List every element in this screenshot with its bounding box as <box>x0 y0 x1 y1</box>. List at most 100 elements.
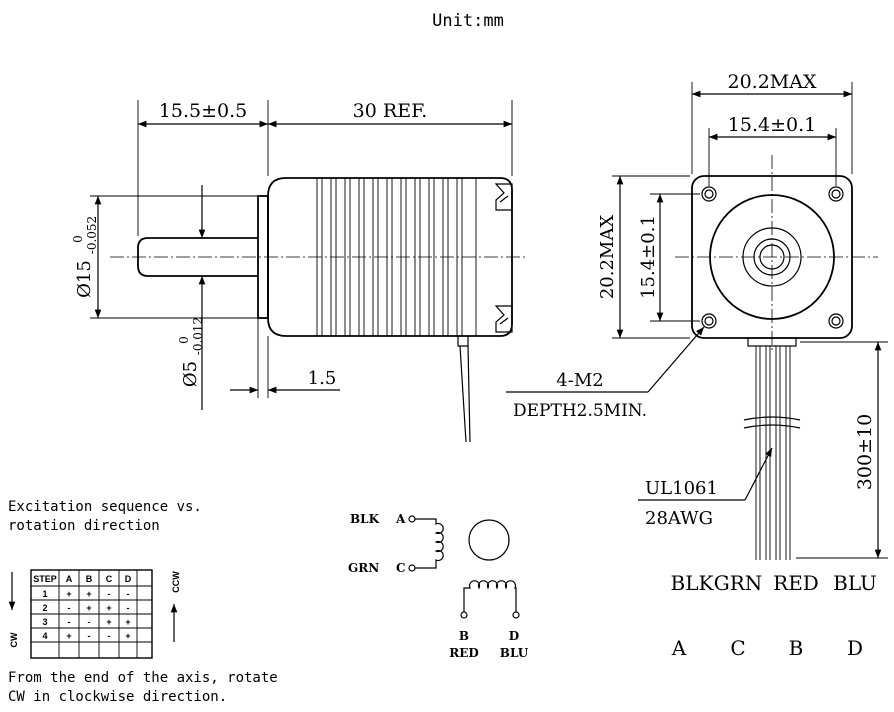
svg-text:-: - <box>68 603 71 613</box>
lead-wires-front <box>755 346 791 560</box>
table-header-d: D <box>125 574 132 584</box>
front-view: 20.2MAX 15.4±0.1 20.2MAX 15.4±0.1 4-M2 D… <box>506 71 888 560</box>
terminal-c <box>408 564 416 572</box>
svg-text:-: - <box>108 631 111 641</box>
dim-flange-tol-lower: -0.052 <box>85 216 99 254</box>
wire-spec-line2: 28AWG <box>645 508 713 529</box>
svg-text:+: + <box>86 589 91 599</box>
rotation-note-line1: From the end of the axis, rotate <box>8 670 278 686</box>
schematic-blu: BLU <box>500 646 529 660</box>
terminal-d <box>512 611 520 619</box>
lead-wire-side <box>459 345 471 443</box>
flange-circle <box>742 227 802 287</box>
cw-label: CW <box>9 632 19 647</box>
dim-shaft-length: 15.5±0.5 <box>159 100 247 122</box>
dim-height-max: 20.2MAX <box>597 215 618 300</box>
dim-shaft-dia: Ø5 <box>180 361 201 387</box>
coil-bd <box>463 580 517 612</box>
schematic-a: A <box>395 512 406 526</box>
wire-phase-a: A <box>671 636 687 660</box>
schematic-grn: GRN <box>348 561 379 575</box>
dim-body-length: 30 REF. <box>353 100 428 122</box>
rotor-symbol <box>468 519 510 561</box>
dim-width-max: 20.2MAX <box>727 71 816 93</box>
excitation-title-line1: Excitation sequence vs. <box>8 499 202 515</box>
svg-text:+: + <box>66 589 71 599</box>
table-header-c: C <box>106 574 113 584</box>
svg-text:+: + <box>66 631 71 641</box>
table-row: 3 - - + + <box>42 617 130 627</box>
svg-text:1: 1 <box>42 589 47 599</box>
table-header-a: A <box>66 574 73 584</box>
svg-text:-: - <box>88 617 91 627</box>
lead-exit <box>457 336 469 347</box>
svg-text:3: 3 <box>42 617 47 627</box>
schematic-c: C <box>396 561 406 575</box>
svg-text:+: + <box>106 617 111 627</box>
shaft-inner <box>759 244 785 270</box>
wire-color-grn: GRN <box>714 571 763 595</box>
table-row: 4 + - - + <box>42 631 130 641</box>
svg-text:+: + <box>125 631 130 641</box>
hole-note-line2: DEPTH2.5MIN. <box>513 401 647 421</box>
dim-flange-thickness: 1.5 <box>308 368 337 389</box>
dim-flange-tol-upper: 0 <box>71 235 85 243</box>
svg-text:+: + <box>86 603 91 613</box>
coil-ac <box>415 518 444 569</box>
wire-break <box>743 416 801 429</box>
wire-phase-b: B <box>789 636 804 660</box>
svg-text:-: - <box>88 631 91 641</box>
wire-spec-line1: UL1061 <box>645 478 718 499</box>
wire-color-blu: BLU <box>833 571 877 595</box>
schematic-b: B <box>459 629 469 643</box>
mounting-holes <box>701 186 844 329</box>
svg-text:4: 4 <box>42 631 47 641</box>
terminal-a <box>408 515 416 523</box>
wire-leader <box>744 447 773 501</box>
excitation-title-line2: rotation direction <box>8 518 160 534</box>
dim-hole-spacing-v: 15.4±0.1 <box>638 215 659 299</box>
hole-leader <box>647 326 705 393</box>
schematic-red: RED <box>449 646 479 660</box>
screw-bottom <box>494 305 513 333</box>
svg-text:+: + <box>125 617 130 627</box>
schematic-blk: BLK <box>350 512 380 526</box>
dim-lead-length: 300±10 <box>854 414 876 490</box>
wire-phase-c: C <box>730 636 745 660</box>
table-header-b: B <box>86 574 93 584</box>
dim-shaft-tol-upper: 0 <box>177 336 191 344</box>
terminal-b <box>460 611 468 619</box>
screw-top <box>494 183 513 211</box>
table-row: 1 + + - - <box>42 589 129 599</box>
front-face-circle <box>709 194 835 320</box>
schematic-d: D <box>509 629 519 643</box>
svg-text:-: - <box>68 617 71 627</box>
shaft <box>137 237 258 277</box>
wire-color-blk: BLK <box>671 571 715 595</box>
wire-color-red: RED <box>773 571 819 595</box>
body-fins <box>316 178 477 336</box>
rotation-note-line2: CW in clockwise direction. <box>8 689 227 705</box>
shaft-outer <box>753 238 791 276</box>
lead-exit-front <box>747 337 797 347</box>
wire-phase-d: D <box>847 636 863 660</box>
svg-text:-: - <box>108 589 111 599</box>
svg-text:2: 2 <box>42 603 47 613</box>
table-row: 2 - + + - <box>42 603 129 613</box>
table-header-step: STEP <box>33 574 57 584</box>
excitation-section: Excitation sequence vs. rotation directi… <box>8 499 278 705</box>
hole-note-line1: 4-M2 <box>556 370 603 391</box>
dim-shaft-tol-lower: -0.012 <box>191 317 205 355</box>
winding-schematic: BLK GRN A C B D RED BLU <box>348 512 529 660</box>
side-view: 15.5±0.5 30 REF. Ø15 0 -0.052 Ø5 0 -0.01… <box>71 100 525 443</box>
unit-label: Unit:mm <box>432 11 504 31</box>
svg-text:-: - <box>127 589 130 599</box>
dim-flange-dia: Ø15 <box>74 260 95 298</box>
svg-text:+: + <box>106 603 111 613</box>
sequence-table <box>30 569 153 659</box>
dim-hole-spacing-h: 15.4±0.1 <box>728 114 816 136</box>
ccw-label: CCW <box>171 571 181 593</box>
svg-text:-: - <box>127 603 130 613</box>
wire-labels: BLK GRN RED BLU A C B D <box>671 571 877 660</box>
